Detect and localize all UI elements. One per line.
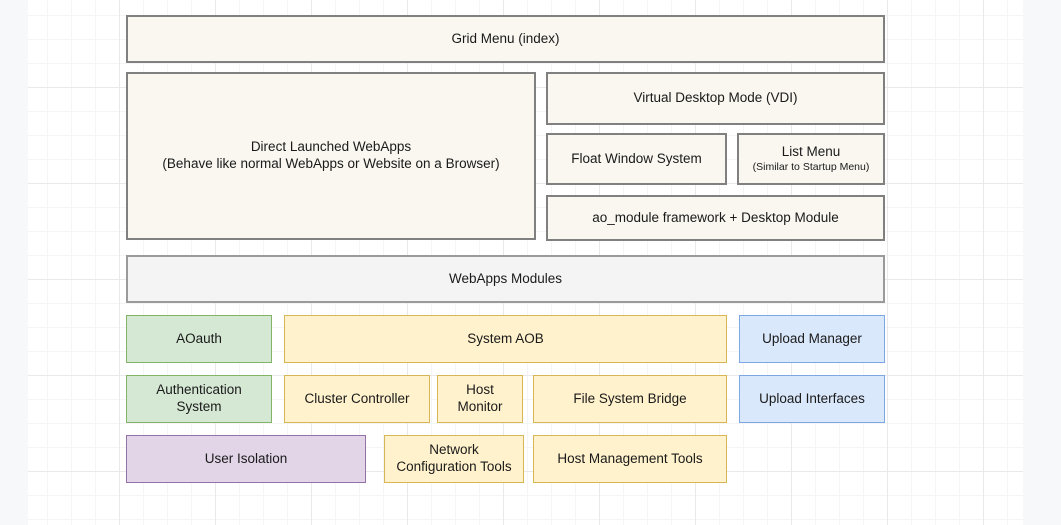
node-aoauth-label: AOauth <box>176 330 222 346</box>
node-virtual-desktop-mode[interactable]: Virtual Desktop Mode (VDI) <box>546 72 885 125</box>
node-virtual-desktop-mode-label: Virtual Desktop Mode (VDI) <box>633 90 798 106</box>
node-user-isolation-label: User Isolation <box>204 450 288 466</box>
node-ao-module-framework-label: ao_module framework + Desktop Module <box>592 209 839 225</box>
node-direct-launched-webapps-label: Direct Launched WebApps <box>250 139 412 155</box>
node-upload-interfaces-label: Upload Interfaces <box>759 390 865 406</box>
node-authentication-system[interactable]: Authentication System <box>126 375 272 423</box>
node-float-window-system[interactable]: Float Window System <box>546 133 727 185</box>
node-user-isolation[interactable]: User Isolation <box>126 435 366 483</box>
node-list-menu[interactable]: List Menu (Similar to Startup Menu) <box>737 133 885 185</box>
node-host-management-tools[interactable]: Host Management Tools <box>533 435 727 483</box>
node-network-configuration-tools[interactable]: Network Configuration Tools <box>384 435 524 483</box>
node-webapps-modules[interactable]: WebApps Modules <box>126 255 885 303</box>
node-grid-menu[interactable]: Grid Menu (index) <box>126 15 885 63</box>
node-webapps-modules-label: WebApps Modules <box>448 270 563 286</box>
node-upload-manager-label: Upload Manager <box>762 330 862 346</box>
node-float-window-system-label: Float Window System <box>571 150 702 166</box>
node-host-monitor[interactable]: Host Monitor <box>437 375 523 423</box>
node-grid-menu-label: Grid Menu (index) <box>451 30 560 46</box>
node-upload-manager[interactable]: Upload Manager <box>739 315 885 363</box>
node-authentication-system-label-line1: Authentication <box>156 382 242 398</box>
node-host-management-tools-label: Host Management Tools <box>557 450 703 466</box>
node-cluster-controller-label: Cluster Controller <box>304 390 410 406</box>
node-network-configuration-tools-label-line1: Network <box>429 442 479 458</box>
node-host-monitor-label-line1: Host <box>466 382 494 398</box>
node-list-menu-label: List Menu <box>781 143 841 159</box>
node-cluster-controller[interactable]: Cluster Controller <box>284 375 430 423</box>
node-direct-launched-webapps[interactable]: Direct Launched WebApps (Behave like nor… <box>126 72 536 240</box>
node-network-configuration-tools-label-line2: Configuration Tools <box>396 459 512 474</box>
node-host-monitor-label-line2: Monitor <box>457 399 503 414</box>
node-system-aob[interactable]: System AOB <box>284 315 727 363</box>
node-list-menu-sublabel: (Similar to Startup Menu) <box>752 161 870 174</box>
node-ao-module-framework[interactable]: ao_module framework + Desktop Module <box>546 195 885 241</box>
node-direct-launched-webapps-sublabel: (Behave like normal WebApps or Website o… <box>162 156 500 171</box>
node-system-aob-label: System AOB <box>467 330 544 346</box>
node-aoauth[interactable]: AOauth <box>126 315 272 363</box>
node-upload-interfaces[interactable]: Upload Interfaces <box>739 375 885 423</box>
node-authentication-system-label-line2: System <box>176 399 222 414</box>
node-file-system-bridge-label: File System Bridge <box>573 390 687 406</box>
node-file-system-bridge[interactable]: File System Bridge <box>533 375 727 423</box>
